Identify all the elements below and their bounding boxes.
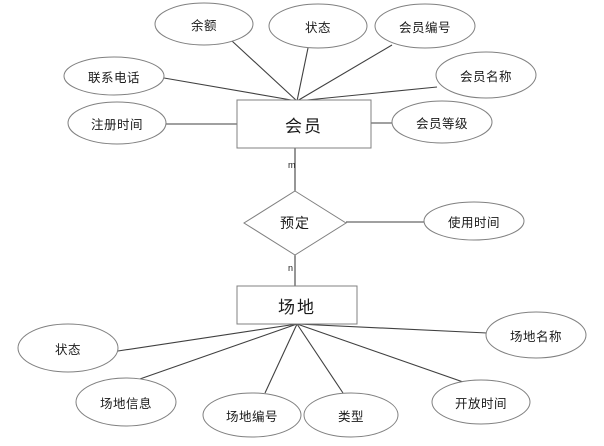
connection-line-venue-to-venue-info: [136, 323, 298, 381]
connection-line-member-name-to-member: [296, 86, 438, 102]
connection-line-status-member-to-member: [296, 47, 309, 102]
attribute-ellipse-phone[interactable]: [63, 56, 165, 96]
attribute-ellipse-reg-time[interactable]: [67, 101, 167, 145]
connection-line-venue-to-open-time: [296, 323, 467, 384]
attribute-ellipse-use-time[interactable]: [423, 201, 525, 241]
connection-line-venue-to-venue-type: [296, 323, 344, 394]
relationship-diamond-reserve[interactable]: [243, 190, 347, 256]
connection-line-venue-to-venue-no: [264, 323, 298, 394]
attribute-ellipse-status-member[interactable]: [268, 3, 368, 49]
attribute-ellipse-member-name[interactable]: [435, 51, 537, 99]
attribute-ellipse-venue-type[interactable]: [303, 392, 399, 438]
shapes-group: [17, 2, 587, 438]
connection-lines-group: [117, 40, 488, 394]
connection-line-venue-to-venue-name: [296, 323, 488, 334]
connection-line-balance-to-member: [231, 40, 298, 102]
attribute-ellipse-member-no[interactable]: [374, 3, 476, 49]
connection-line-venue-to-status-venue: [117, 323, 298, 352]
connection-line-phone-to-member: [163, 77, 298, 102]
attribute-ellipse-venue-info[interactable]: [75, 377, 177, 427]
connection-line-member-no-to-member: [296, 44, 393, 102]
attribute-ellipse-balance[interactable]: [154, 2, 254, 46]
attribute-ellipse-member-level[interactable]: [391, 100, 493, 144]
entity-rect-member[interactable]: [236, 99, 372, 149]
attribute-ellipse-open-time[interactable]: [431, 379, 531, 425]
entity-rect-venue[interactable]: [236, 285, 358, 325]
attribute-ellipse-venue-no[interactable]: [202, 392, 302, 438]
attribute-ellipse-venue-name[interactable]: [485, 311, 587, 359]
attribute-ellipse-status-venue[interactable]: [17, 323, 119, 373]
